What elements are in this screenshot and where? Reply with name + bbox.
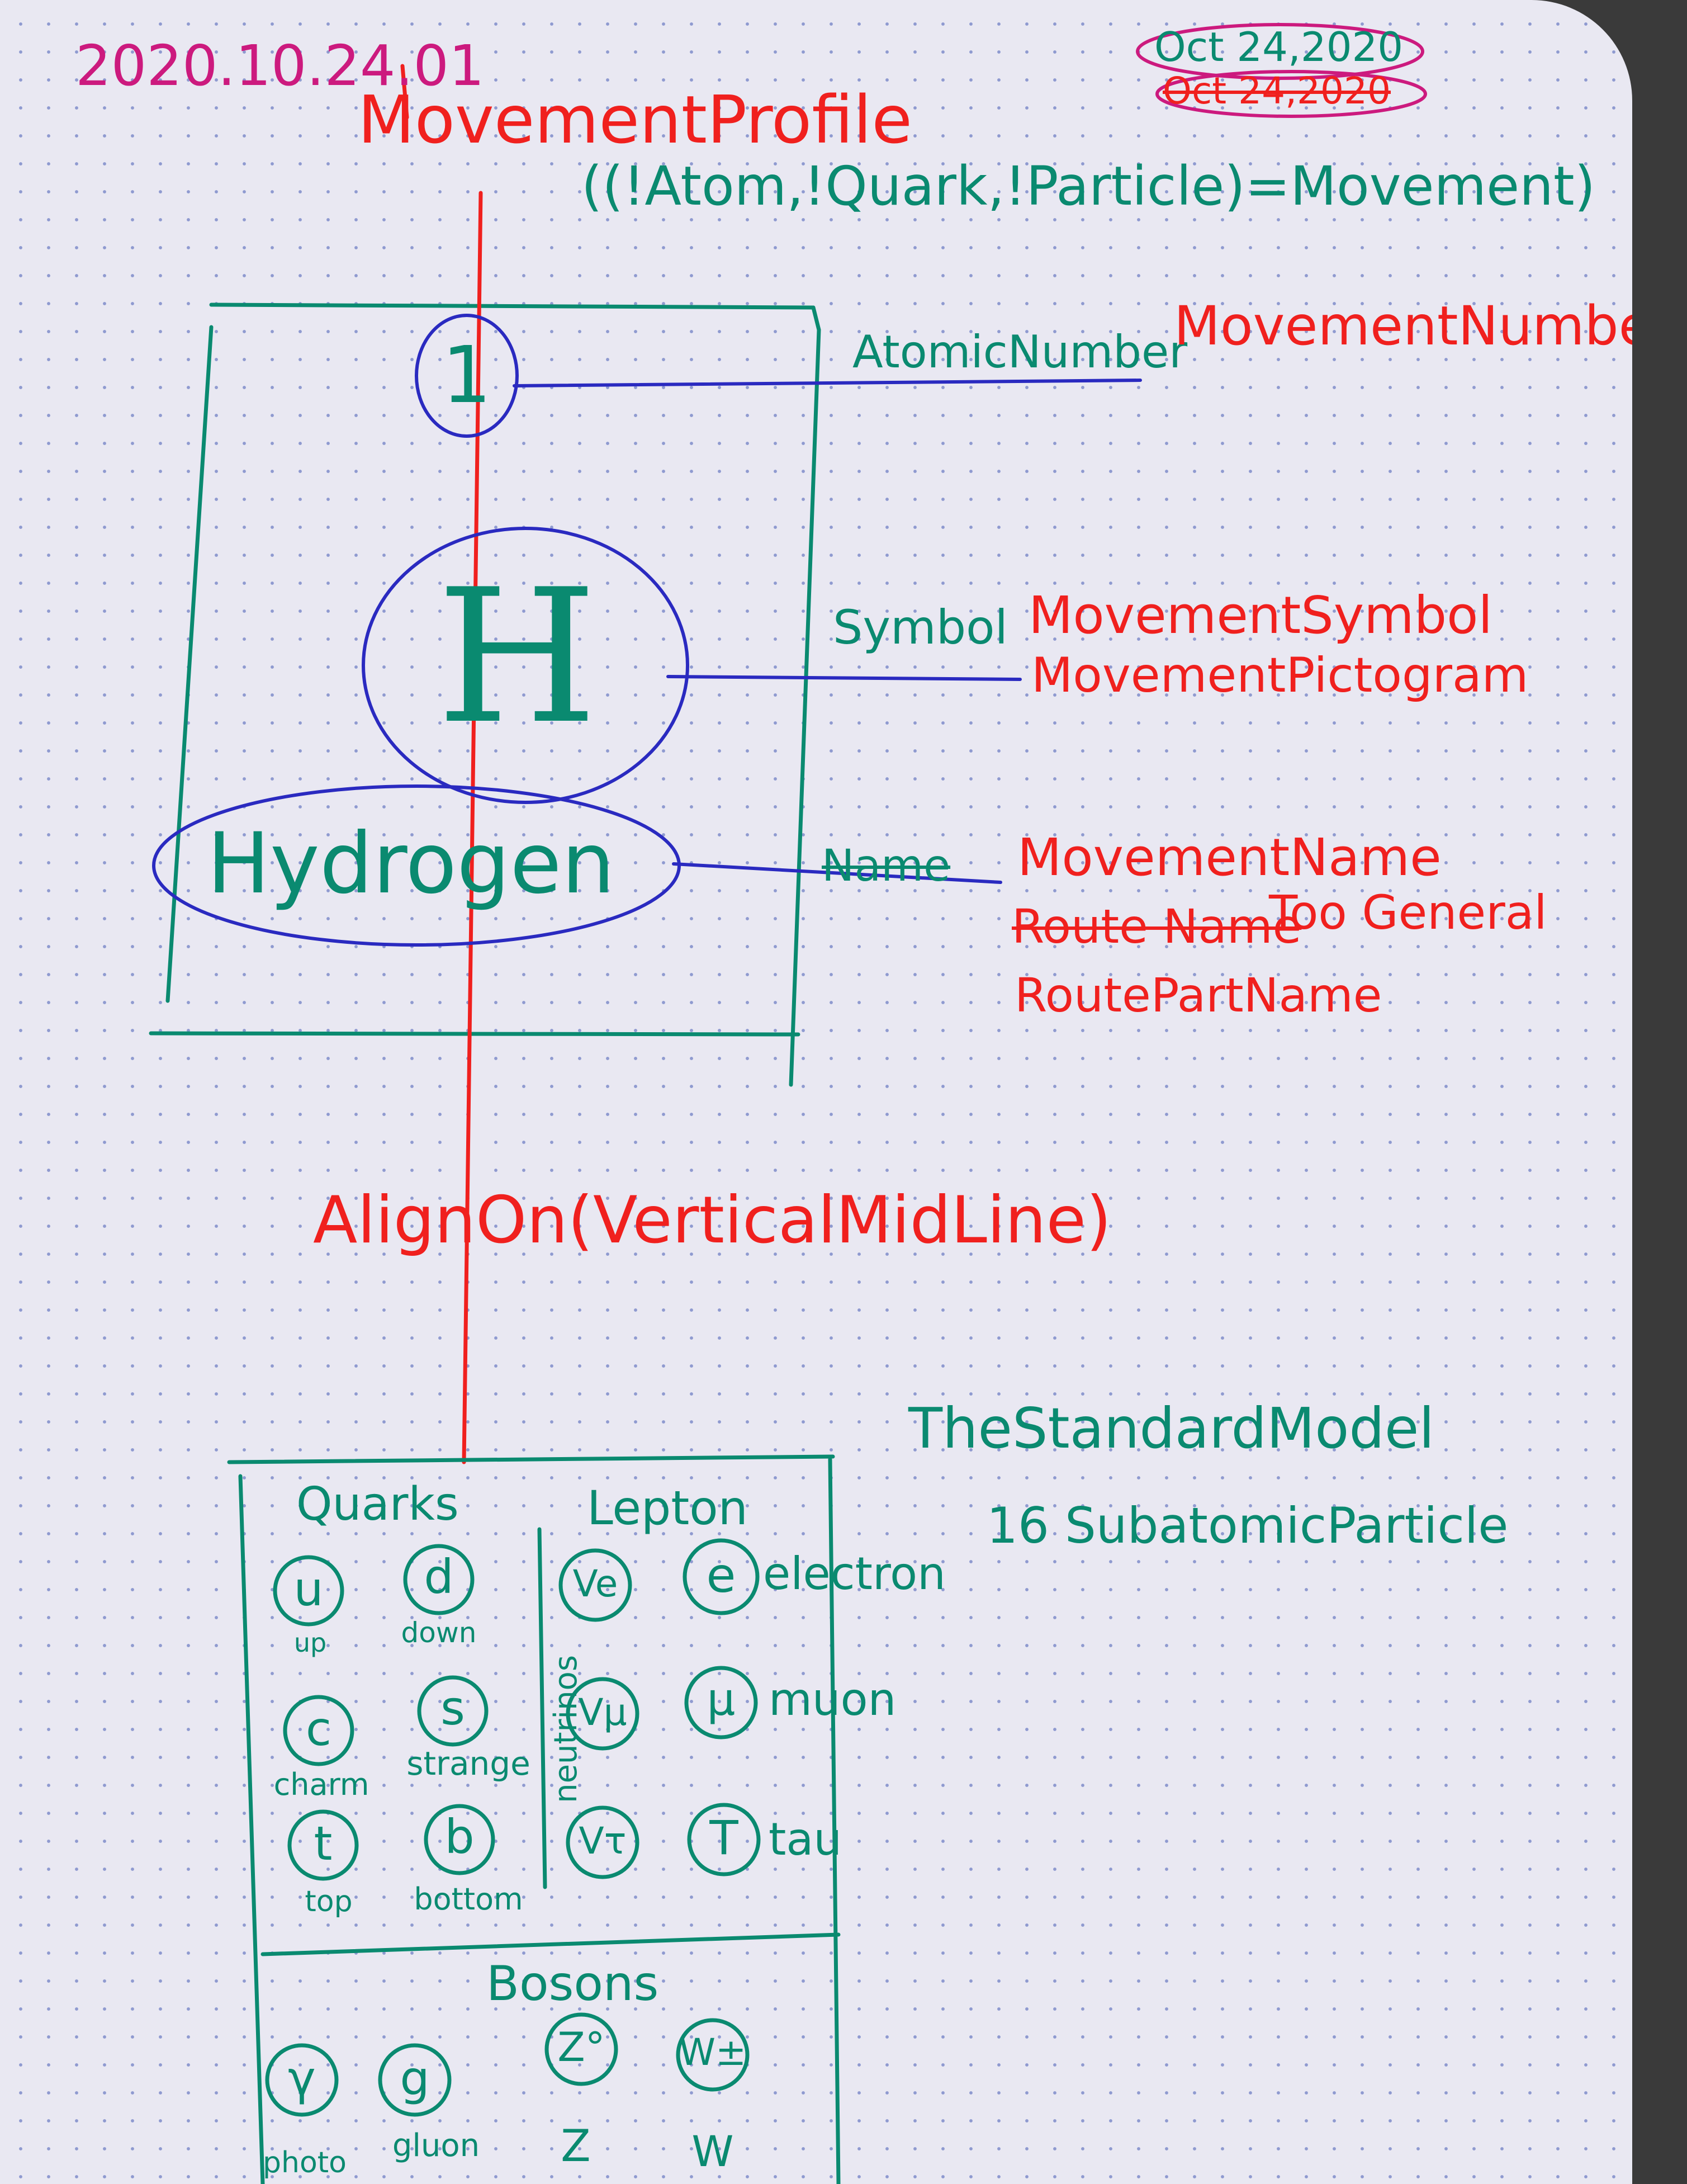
quark-strange-symbol: s xyxy=(440,1681,465,1736)
movement-formula: ((!Atom,!Quark,!Particle)=Movement) xyxy=(581,155,1596,218)
boson-gluon-symbol: g xyxy=(400,2051,430,2106)
quark-bottom-symbol: b xyxy=(444,1809,475,1864)
bosons-heading: Bosons xyxy=(486,1956,659,2012)
quark-charm-symbol: c xyxy=(305,1701,332,1756)
name-label: Name xyxy=(822,841,951,891)
route-name: Route Name xyxy=(1012,899,1302,954)
boson-gluon-name: gluon xyxy=(392,2128,480,2164)
neutrino-mu-symbol: Vμ xyxy=(578,1691,627,1734)
lepton-electron-name: electron xyxy=(763,1548,946,1600)
align-on-note: AlignOn(VerticalMidLine) xyxy=(313,1183,1112,1258)
atomic-number-label: AtomicNumber xyxy=(852,326,1188,378)
lepton-electron-symbol: e xyxy=(706,1548,736,1604)
lepton-heading: Lepton xyxy=(587,1481,748,1535)
quark-top-symbol: t xyxy=(314,1816,333,1871)
lepton-tau-symbol: T xyxy=(709,1810,738,1865)
movement-pictogram: MovementPictogram xyxy=(1031,647,1529,703)
element-symbol: H xyxy=(437,550,598,764)
standard-model-title: TheStandardModel xyxy=(908,1396,1435,1461)
boson-w-name: W xyxy=(691,2126,734,2176)
quark-up-name: up xyxy=(293,1628,327,1658)
symbol-label: Symbol xyxy=(833,600,1008,655)
movement-number: MovementNumber xyxy=(1174,295,1632,357)
boson-w-symbol: W± xyxy=(679,2031,747,2074)
standard-model-subtitle: 16 SubatomicParticle xyxy=(987,1497,1509,1554)
date-primary: Oct 24,2020 xyxy=(1154,23,1404,70)
boson-photon-name: photo xyxy=(263,2146,347,2180)
page-title: MovementProfile xyxy=(358,81,912,158)
quark-strange-name: strange xyxy=(406,1745,530,1783)
ink-drawing xyxy=(149,23,1427,2184)
date-crossed: Oct 24,2020 xyxy=(1163,69,1391,112)
quarks-heading: Quarks xyxy=(296,1478,459,1531)
quark-down-symbol: d xyxy=(424,1549,454,1604)
boson-z-symbol: Z° xyxy=(557,2024,605,2070)
lepton-muon-name: muon xyxy=(769,1674,897,1726)
boson-photon-symbol: γ xyxy=(288,2051,316,2106)
atomic-number: 1 xyxy=(442,330,492,421)
too-general-note: Too General xyxy=(1269,885,1547,940)
lepton-muon-symbol: μ xyxy=(707,1674,736,1726)
quark-up-symbol: u xyxy=(293,1562,324,1616)
neutrino-e-symbol: Ve xyxy=(572,1562,618,1605)
quark-charm-name: charm xyxy=(273,1767,369,1802)
lepton-tau-name: tau xyxy=(769,1813,842,1865)
movement-name: MovementName xyxy=(1017,828,1442,887)
neutrinos-label: neutrinos xyxy=(548,1655,584,1803)
routepart-name: RoutePartName xyxy=(1015,968,1382,1023)
movement-symbol: MovementSymbol xyxy=(1029,585,1493,645)
neutrino-tau-symbol: Vτ xyxy=(579,1819,627,1862)
boson-z-name: Z xyxy=(561,2121,591,2172)
notebook-page: 2020.10.24.01 MovementProfile Oct 24,202… xyxy=(0,0,1632,2184)
quark-down-name: down xyxy=(401,1616,477,1649)
element-name: Hydrogen xyxy=(207,815,615,913)
doc-id: 2020.10.24.01 xyxy=(75,33,485,98)
quark-bottom-name: bottom xyxy=(414,1882,523,1917)
quark-top-name: top xyxy=(305,1885,353,1918)
